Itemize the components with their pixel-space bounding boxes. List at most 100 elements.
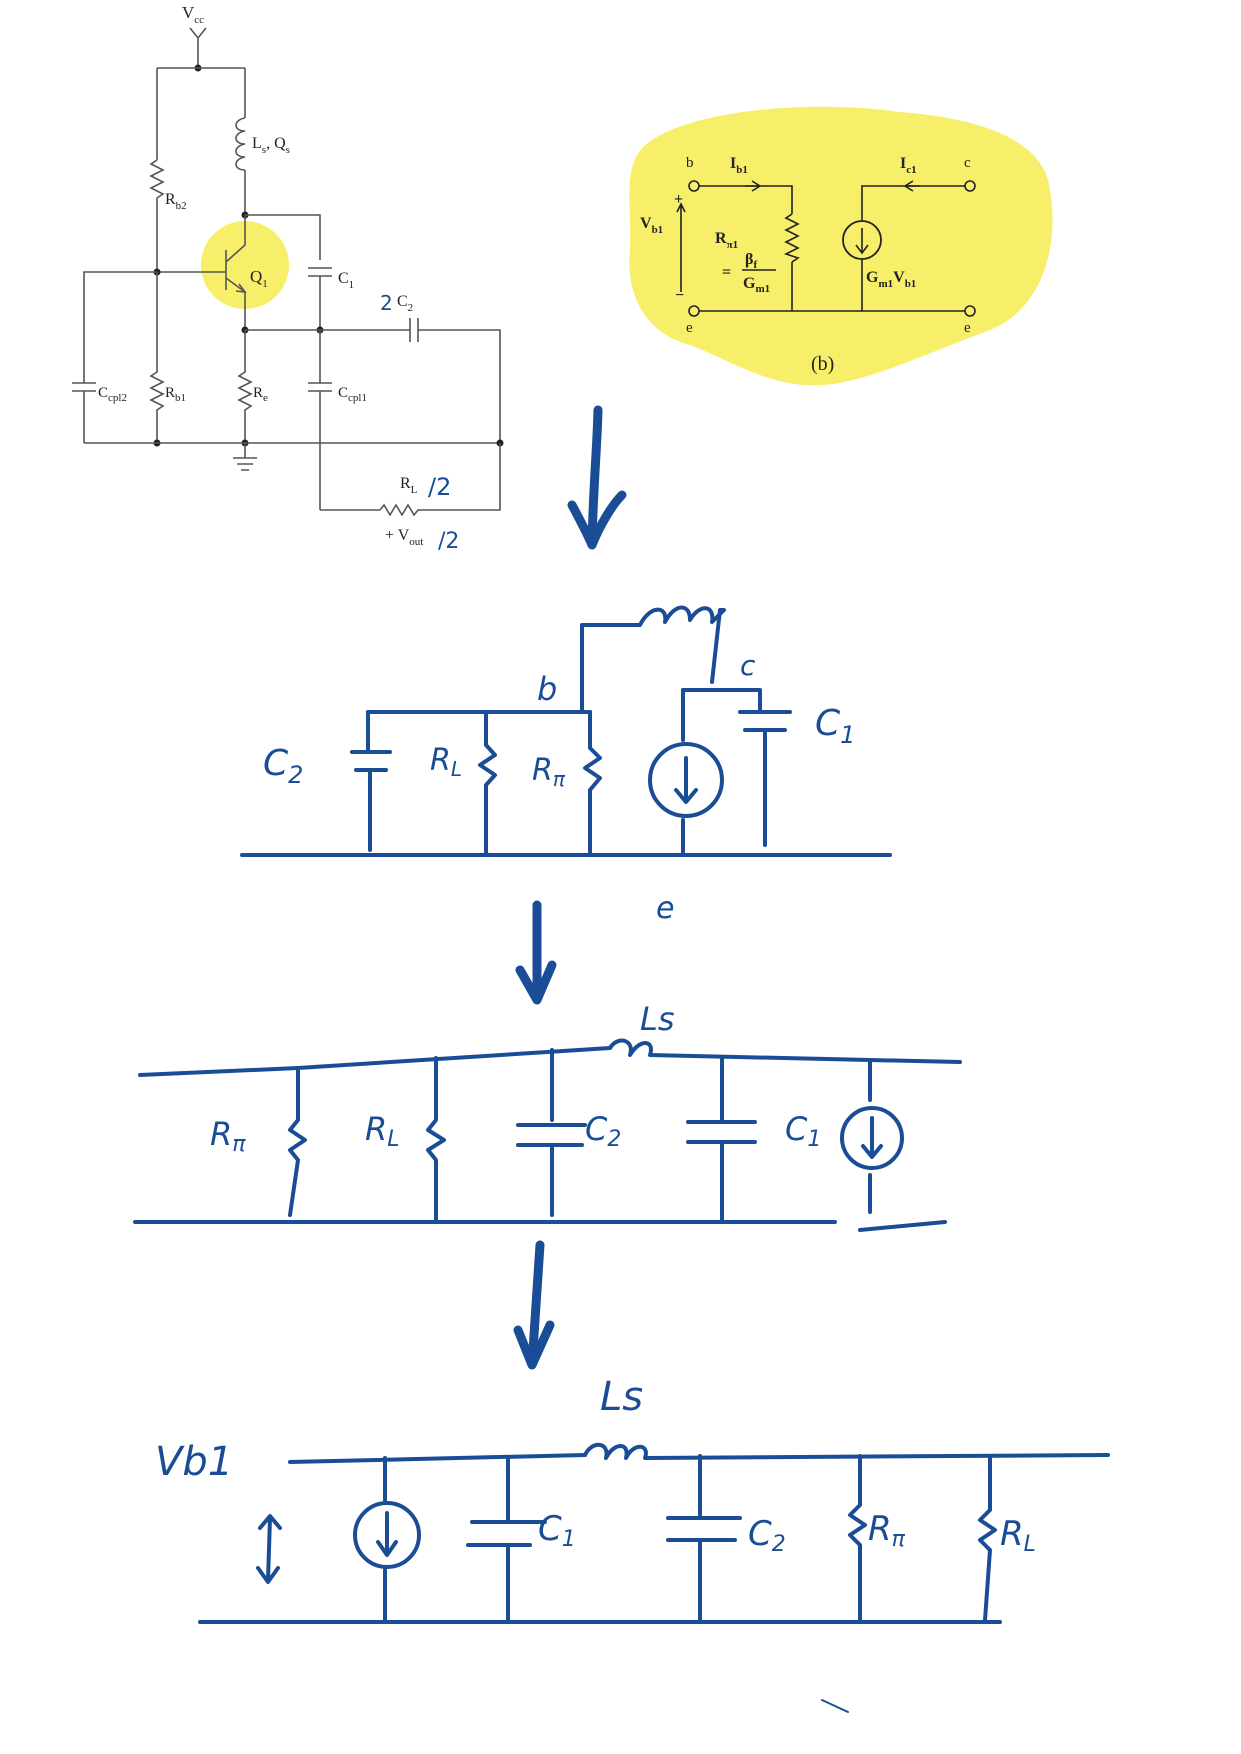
svg-text:Rπ: Rπ xyxy=(210,1115,246,1157)
sketch2-node-e: e xyxy=(656,891,674,926)
svg-text:C2: C2 xyxy=(748,1514,786,1557)
svg-text:Ib1: Ib1 xyxy=(730,155,748,176)
sketch4-rpi-label: R xyxy=(868,1509,892,1549)
svg-text:C1: C1 xyxy=(815,703,855,749)
svg-text:Rb1: Rb1 xyxy=(165,385,186,404)
node-b-label: b xyxy=(686,155,694,171)
ground-symbol xyxy=(233,443,257,471)
rb2-label: R xyxy=(165,191,176,208)
down-arrow-2 xyxy=(515,900,557,1005)
sketch3-rl-resistor xyxy=(426,1056,446,1222)
down-arrow-3 xyxy=(513,1240,555,1370)
sketch-2-circuit: C2 RL Rπ b c C1 e xyxy=(240,605,892,926)
ls-inductor xyxy=(235,117,246,171)
minus-sign: − xyxy=(675,287,684,304)
svg-text:Re: Re xyxy=(253,385,268,404)
vcc-label: V xyxy=(182,3,195,22)
equals-sign: = xyxy=(722,264,731,281)
svg-text:C1: C1 xyxy=(785,1110,821,1152)
node-c-label: c xyxy=(964,155,971,171)
rb1-resistor xyxy=(149,272,165,443)
sketch4-rl-resistor xyxy=(978,1454,997,1622)
svg-text:Vb1: Vb1 xyxy=(640,215,663,236)
svg-text:Q1: Q1 xyxy=(250,267,268,290)
svg-text:Rπ: Rπ xyxy=(532,753,566,791)
sketch3-c1-label: C xyxy=(785,1110,808,1148)
q1-label: Q xyxy=(250,267,262,286)
c2-label: C xyxy=(397,293,408,310)
ib1-label: I xyxy=(730,155,736,172)
ccpl1-capacitor xyxy=(308,382,332,392)
svg-text:Ls, Qs: Ls, Qs xyxy=(252,135,290,156)
sketch-3-circuit: Ls Rπ RL C2 C1 xyxy=(133,1000,962,1232)
stray-pen-mark xyxy=(821,1699,849,1713)
sketch2-rl-label: R xyxy=(430,743,451,778)
svg-text:RL: RL xyxy=(430,743,462,781)
transistor-highlight xyxy=(201,221,289,309)
sketch3-current-source xyxy=(840,1106,904,1170)
rpi-label: R xyxy=(715,230,727,247)
c1-capacitor xyxy=(308,267,332,277)
sketch4-vb1-label: Vb1 xyxy=(155,1439,233,1485)
svg-text:RL: RL xyxy=(1000,1514,1036,1557)
node-e-left-label: e xyxy=(686,320,693,336)
model-highlight xyxy=(629,106,1053,386)
node-e-right-label: e xyxy=(964,320,971,336)
vout-label: + V xyxy=(385,527,410,544)
down-arrow-1 xyxy=(567,405,627,550)
ccpl2-label: C xyxy=(98,385,108,401)
svg-text:Rb2: Rb2 xyxy=(165,191,187,212)
sketch2-rpi-label: R xyxy=(532,753,553,788)
vcc-sub: cc xyxy=(194,14,204,26)
sketch2-node-c: c xyxy=(740,649,756,682)
rb1-label: R xyxy=(165,385,175,401)
svg-text:C1: C1 xyxy=(338,270,354,291)
sketch2-current-source xyxy=(648,742,724,818)
sketch3-c2-label: C xyxy=(585,1110,608,1148)
vout-note: /2 xyxy=(438,529,459,554)
sketch2-c1-label: C xyxy=(815,703,841,744)
sketch2-node-b: b xyxy=(537,670,557,708)
beta-label: β xyxy=(745,251,753,268)
svg-text:C1: C1 xyxy=(538,1509,576,1552)
svg-text:C2: C2 xyxy=(397,293,413,314)
c1-label: C xyxy=(338,270,349,287)
sketch4-c1-label: C xyxy=(538,1509,562,1549)
svg-text:Ccpl1: Ccpl1 xyxy=(338,385,367,404)
rpi-resistor xyxy=(783,213,800,263)
printed-oscillator-schematic: Vcc Rb2 Ls, Qs Q1 C1 2 C2 xyxy=(72,3,504,554)
svg-text:RL: RL xyxy=(365,1110,400,1152)
plus-sign: + xyxy=(674,191,683,208)
figure-caption-b: (b) xyxy=(811,353,834,375)
sketch4-rpi-resistor xyxy=(848,1454,867,1622)
sketch2-c2-label: C xyxy=(263,743,289,784)
svg-text:Gm1: Gm1 xyxy=(743,275,770,295)
svg-text:βf: βf xyxy=(745,251,757,271)
rl-label: R xyxy=(400,475,411,492)
sketch3-rpi-resistor xyxy=(288,1078,307,1217)
ic1-label: I xyxy=(900,155,906,172)
sketch3-rpi-label: R xyxy=(210,1115,232,1153)
sketch2-rl-resistor xyxy=(478,743,497,857)
svg-text:Gm1Vb1: Gm1Vb1 xyxy=(866,269,916,290)
re-label: R xyxy=(253,385,263,401)
svg-text:Rπ1: Rπ1 xyxy=(715,230,738,251)
c2-capacitor xyxy=(409,318,419,342)
sketch-4-circuit: Vb1 Ls C1 C2 Rπ RL xyxy=(155,1374,1110,1624)
sketch3-rl-label: R xyxy=(365,1110,387,1148)
rb2-resistor xyxy=(149,159,165,272)
gm-current-source xyxy=(842,220,882,260)
rl-resistor xyxy=(379,443,501,517)
re-resistor xyxy=(237,330,253,443)
small-signal-model: b c e e + − Vb1 Ib1 Ic1 Rπ1 = βf Gm1 Gm1… xyxy=(629,106,1053,386)
sketch4-rl-label: R xyxy=(1000,1514,1024,1554)
ccpl1-label: C xyxy=(338,385,348,401)
svg-text:Ccpl2: Ccpl2 xyxy=(98,385,127,404)
ccpl2-capacitor xyxy=(72,382,96,392)
sketch3-ls-label: Ls xyxy=(640,1000,675,1038)
svg-text:C2: C2 xyxy=(585,1110,621,1152)
svg-text:Vcc: Vcc xyxy=(182,3,204,26)
rl-note: /2 xyxy=(428,473,451,501)
svg-text:+ Vout: + Vout xyxy=(385,527,423,548)
